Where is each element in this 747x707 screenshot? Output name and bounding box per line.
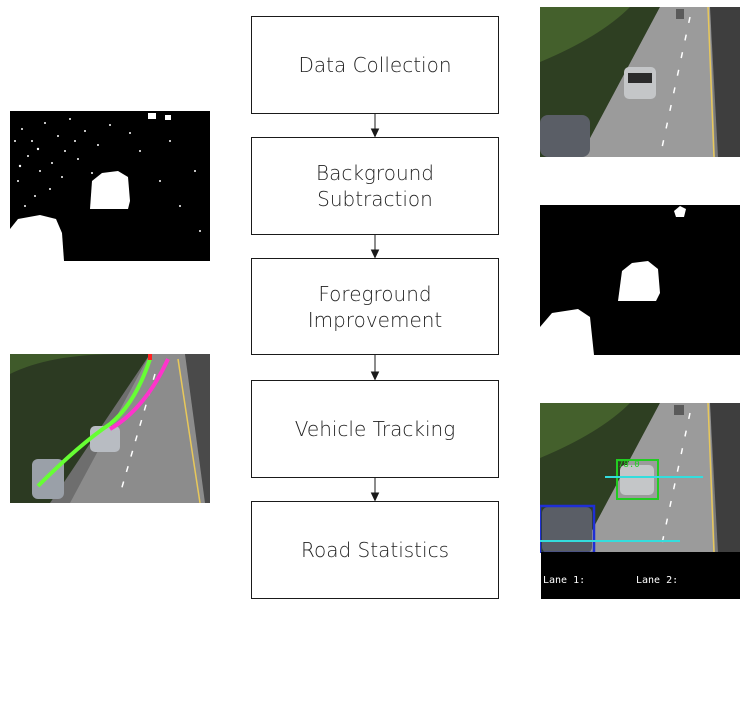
lane-1-speed: 64 km/h [543,674,598,685]
flow-arrows [370,114,380,502]
foreground-blobs [10,113,171,261]
road-statistics-frame-image: 78.0 [540,403,740,553]
tracked-id-label: 78.0 [618,460,640,470]
detection-box-green [616,459,659,500]
lane-2-title: Lane 2: [636,575,679,586]
original-video-frame-image [540,7,740,157]
magenta-track-line [109,358,170,431]
background-subtraction-mask-image [10,111,210,261]
step-label: Road Statistics [301,538,449,562]
lane-2-vehicles: 7 vehicles [636,608,709,619]
arrow-head-1 [370,128,380,138]
lane-2-density: low density [636,641,715,652]
step-foreground-improvement: Foreground Improvement [251,258,499,355]
arrow-head-4 [370,492,380,502]
lane-1-title: Lane 1: [543,575,586,586]
lane-1-vehicles: 16 vehicles [543,608,622,619]
lane-2-speed: 56 km/h [636,674,691,685]
step-label: Vehicle Tracking [294,417,456,441]
step-label: Data Collection [298,53,452,77]
lane-1-density: low density [543,641,622,652]
step-data-collection: Data Collection [251,16,499,114]
vehicle-tracking-trails-image [10,354,210,503]
arrow-head-2 [370,249,380,259]
noise-speckles [14,118,201,232]
detection-box-blue [540,504,596,553]
step-road-statistics: Road Statistics [251,501,499,599]
step-label: Foreground Improvement [307,281,443,332]
green-track-line [36,358,152,488]
step-label: Background Subtraction [316,161,434,211]
arrow-head-3 [370,371,380,381]
foreground-improvement-mask-image [540,205,740,355]
step-vehicle-tracking: Vehicle Tracking [251,380,499,478]
lane-1-stats: Lane 1: 16 vehicles low density 64 km/h [543,553,621,707]
step-background-subtraction: Background Subtraction [251,137,499,235]
lane-2-stats: Lane 2: 7 vehicles low density 56 km/h [636,553,714,707]
road-statistics-overlay: Lane 1: 16 vehicles low density 64 km/h … [541,552,740,685]
